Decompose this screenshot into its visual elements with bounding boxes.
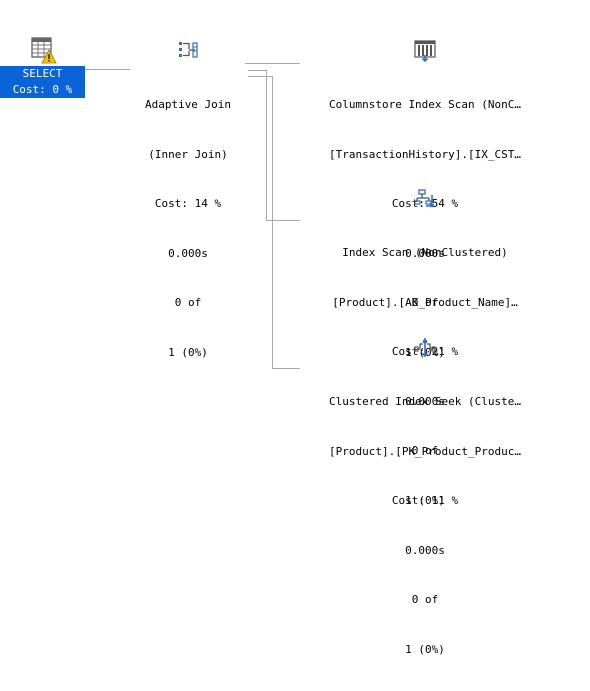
connector-join-op3-h [248,76,272,77]
connector-join-op3-v [272,76,273,368]
connector-join-op3-h2 [272,368,300,369]
join-time: 0.000s [168,246,208,260]
connector-join-op1 [245,63,300,64]
op3-title: Clustered Index Seek (Cluste… [328,395,522,408]
op3-rows: 0 of [411,593,439,606]
op1-rows: 0 of [411,296,439,309]
columnstore-scan-icon [414,40,436,63]
join-rows: 0 of [174,296,202,309]
op3-estimate: 1 (0%) [405,642,445,656]
op2-object: [Product].[AK_Product_Name]… [332,295,518,309]
connector-join-op2-h [248,70,266,71]
op1-time: 0.000s [405,246,445,260]
select-warning-icon [30,37,57,64]
op1-object: [TransactionHistory].[IX_CST… [328,147,522,161]
join-title: Adaptive Join [144,98,232,111]
connector-join-op2-v [266,70,267,220]
op1-title: Columnstore Index Scan (NonC… [328,98,522,111]
join-subtitle: (Inner Join) [148,147,228,161]
connector-join-op2-h2 [266,220,300,221]
join-estimate: 1 (0%) [168,345,208,359]
join-cost: Cost: 14 % [154,197,222,210]
index-scan-icon [414,189,435,208]
adaptive-join-node[interactable]: Adaptive Join (Inner Join) Cost: 14 % 0.… [122,6,254,394]
op2-time: 0.000s [405,394,445,408]
clustered-index-seek-icon [414,338,436,358]
execution-plan-canvas[interactable]: SELECT Cost: 0 % Adaptive Join (Inner Jo… [0,0,590,656]
select-node[interactable]: SELECT Cost: 0 % [0,36,85,98]
op3-cost: Cost: 11 % [391,494,459,507]
adaptive-join-icon [179,42,198,58]
op3-object: [Product].[PK_Product_Produc… [328,444,522,458]
select-cost: Cost: 0 % [0,82,85,98]
op3-time: 0.000s [405,543,445,557]
clustered-index-seek-node[interactable]: Clustered Index Seek (Cluste… [Product].… [302,303,548,691]
connector-select-join [85,69,130,70]
op2-title: Index Scan (NonClustered) [342,246,508,259]
select-label: SELECT [0,66,85,82]
